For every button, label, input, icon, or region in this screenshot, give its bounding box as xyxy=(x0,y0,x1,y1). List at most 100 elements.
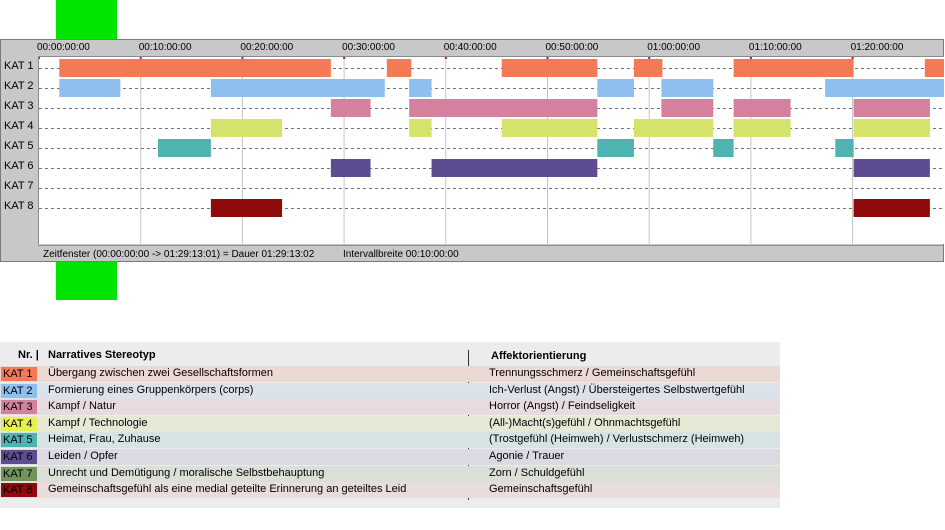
row-label: KAT 8 xyxy=(4,200,34,212)
legend-stereotyp: Kampf / Natur xyxy=(48,400,116,413)
status-bar: Zeitfenster (00:00:00:00 -> 01:29:13:01)… xyxy=(38,245,944,262)
row-label: KAT 1 xyxy=(4,60,34,72)
segment-kat-3[interactable] xyxy=(853,99,930,117)
segment-kat-4[interactable] xyxy=(853,119,930,137)
time-ruler: 00:00:00:00 00:10:00:00 00:20:00:00 00:30:0… xyxy=(37,40,944,56)
legend-table: Nr. | Narratives Stereotyp Affektorienti… xyxy=(0,342,780,508)
tick-label: 00:00:00:00 xyxy=(37,42,90,53)
timeline-canvas[interactable] xyxy=(38,56,945,244)
legend-affekt: Horror (Angst) / Feindseligkeit xyxy=(489,400,636,413)
legend-stereotyp: Gemeinschaftsgefühl als eine medial gete… xyxy=(48,483,407,496)
tick-label: 01:10:00:00 xyxy=(748,42,802,53)
segment-kat-4[interactable] xyxy=(501,119,598,137)
legend-affekt: (All-)Macht(s)gefühl / Ohnmachtsgefühl xyxy=(489,416,681,429)
tick-marker xyxy=(38,57,40,59)
legend-row: KAT 5 Heimat, Frau, Zuhause (Trostgefühl (… xyxy=(0,432,780,449)
tick-marker xyxy=(343,57,346,59)
legend-header-affekt: Affektorientierung xyxy=(491,350,587,362)
row-label: KAT 7 xyxy=(4,180,34,192)
legend-stereotyp: Kampf / Technologie xyxy=(48,416,148,429)
row-labels: KAT 1 KAT 2 KAT 3 KAT 4 KAT 5 KAT 6 KAT 7 KAT 8 xyxy=(1,56,38,244)
segment-kat-3[interactable] xyxy=(733,99,791,117)
segment-kat-3[interactable] xyxy=(409,99,598,117)
legend-tag: KAT 2 xyxy=(1,383,37,398)
row-label: KAT 4 xyxy=(4,120,34,132)
legend-affekt: Ich-Verlust (Angst) / Übersteigertes Sel… xyxy=(489,383,745,396)
segment-kat-6[interactable] xyxy=(330,159,371,177)
tick-label: 01:20:00:00 xyxy=(850,42,904,53)
segment-kat-5[interactable] xyxy=(157,139,211,157)
legend-tag: KAT 5 xyxy=(1,433,37,448)
segment-kat-1[interactable] xyxy=(924,59,945,77)
row-label: KAT 6 xyxy=(4,160,34,172)
tick-marker xyxy=(648,57,651,59)
status-interval-text: Intervallbreite 00:10:00:00 xyxy=(343,249,459,260)
row-label: KAT 5 xyxy=(4,140,34,152)
legend-affekt: (Trostgefühl (Heimweh) / Verlustschmerz … xyxy=(489,433,745,446)
segment-kat-2[interactable] xyxy=(661,79,714,97)
legend-stereotyp: Übergang zwischen zwei Gesellschaftsform… xyxy=(48,367,273,379)
tick-label: 00:40:00:00 xyxy=(443,42,497,53)
legend-stereotyp: Heimat, Frau, Zuhause xyxy=(48,433,161,446)
status-window-text: Zeitfenster (00:00:00:00 -> 01:29:13:01)… xyxy=(43,249,315,260)
segment-kat-3[interactable] xyxy=(661,99,714,117)
legend-row: KAT 2 Formierung eines Gruppenkörpers (co… xyxy=(0,382,780,399)
legend-header-stereotyp: Narratives Stereotyp xyxy=(48,349,156,361)
tick-label: 01:00:00:00 xyxy=(647,42,701,53)
legend-affekt: Agonie / Trauer xyxy=(489,450,565,462)
tick-marker xyxy=(851,57,854,59)
tick-label: 00:50:00:00 xyxy=(545,42,599,53)
timeline-svg xyxy=(38,57,945,244)
segment-kat-2[interactable] xyxy=(597,79,634,97)
tick-label: 00:10:00:00 xyxy=(138,42,192,53)
segment-kat-4[interactable] xyxy=(409,119,432,137)
segment-kat-8[interactable] xyxy=(853,199,930,217)
legend-tag: KAT 1 xyxy=(1,367,37,381)
segment-kat-2[interactable] xyxy=(210,79,385,97)
legend-tag: KAT 3 xyxy=(1,400,37,415)
row-label: KAT 3 xyxy=(4,100,34,112)
segment-kat-1[interactable] xyxy=(733,59,854,77)
legend-stereotyp: Formierung eines Gruppenkörpers (corps) xyxy=(48,383,254,396)
segment-kat-3[interactable] xyxy=(330,99,371,117)
legend-row: KAT 1 Übergang zwischen zwei Gesellschaft… xyxy=(0,366,780,382)
segment-kat-4[interactable] xyxy=(733,119,791,137)
green-marker-bottom xyxy=(56,262,117,300)
segment-kat-5[interactable] xyxy=(597,139,634,157)
legend-stereotyp: Leiden / Opfer xyxy=(48,450,118,462)
segment-kat-1[interactable] xyxy=(633,59,663,77)
segment-kat-1[interactable] xyxy=(59,59,331,77)
segment-kat-5[interactable] xyxy=(835,139,854,157)
tick-marker xyxy=(241,57,244,59)
segment-kat-6[interactable] xyxy=(431,159,598,177)
segment-kat-1[interactable] xyxy=(501,59,598,77)
tick-marker xyxy=(749,57,752,59)
legend-affekt: Trennungsschmerz / Gemeinschaftsgefühl xyxy=(489,367,696,379)
legend-row: KAT 4 Kampf / Technologie (All-)Macht(s)ge… xyxy=(0,415,780,432)
segment-kat-1[interactable] xyxy=(386,59,412,77)
legend-tag: KAT 8 xyxy=(1,483,37,498)
legend-row: KAT 8 Gemeinschaftsgefühl als eine medial… xyxy=(0,482,780,499)
legend-tag: KAT 4 xyxy=(1,416,37,431)
segment-kat-2[interactable] xyxy=(409,79,432,97)
legend-affekt: Zorn / Schuldgefühl xyxy=(489,466,585,479)
segment-kat-4[interactable] xyxy=(633,119,714,137)
tick-label: 00:20:00:00 xyxy=(240,42,294,53)
segment-kat-2[interactable] xyxy=(825,79,945,97)
segment-kat-8[interactable] xyxy=(210,199,283,217)
legend-row: KAT 6 Leiden / Opfer Agonie / Trauer xyxy=(0,449,780,465)
green-marker-top xyxy=(56,0,117,39)
segment-kat-2[interactable] xyxy=(59,79,121,97)
tick-marker xyxy=(546,57,549,59)
segment-kat-5[interactable] xyxy=(713,139,734,157)
timeline-panel[interactable]: 00:00:00:00 00:10:00:00 00:20:00:00 00:30:0… xyxy=(0,39,945,262)
row-label: KAT 2 xyxy=(4,80,34,92)
tick-marker xyxy=(444,57,447,59)
legend-row: KAT 3 Kampf / Natur Horror (Angst) / Feind… xyxy=(0,399,780,416)
segment-kat-6[interactable] xyxy=(853,159,930,177)
segment-kat-4[interactable] xyxy=(210,119,283,137)
legend-header-nr: Nr. | xyxy=(18,349,39,361)
legend-tag: KAT 6 xyxy=(1,450,37,464)
tick-label: 00:30:00:00 xyxy=(342,42,395,53)
